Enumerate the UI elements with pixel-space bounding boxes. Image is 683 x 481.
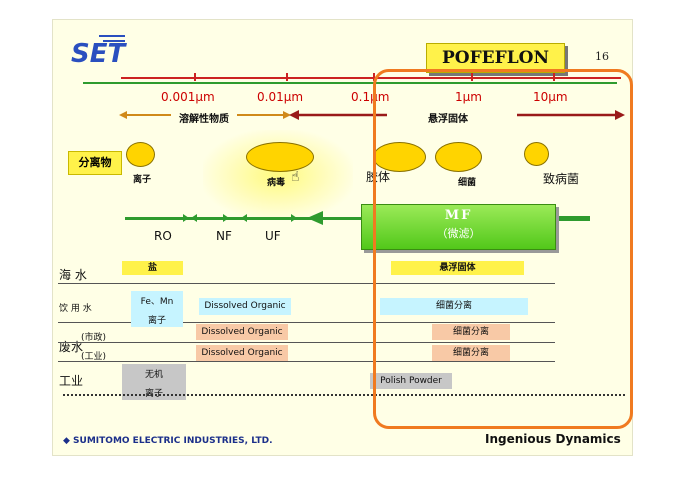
ion-particle [126, 142, 155, 167]
size-scale-baseline [83, 82, 617, 84]
ion-label: 离子 [133, 175, 152, 185]
size-label-001: 0.01μm [257, 90, 304, 104]
size-label-0001: 0.001μm [161, 90, 215, 104]
virus-particle [246, 142, 314, 172]
row-divider [58, 342, 555, 343]
drinking-water-label: 饮 用 水 [59, 304, 92, 314]
inorganic-text: 无机 [144, 370, 163, 380]
tagline-footer: Ingenious Dynamics [485, 432, 621, 446]
category-suspended: 悬浮固体 [428, 114, 468, 125]
mf-subtitle: （微滤） [436, 227, 481, 240]
pathogen-label: 致病菌 [543, 172, 580, 186]
logo-text: SET [71, 39, 127, 69]
municipal-label: (市政) [81, 333, 107, 343]
scale-tick [553, 73, 555, 81]
virus-label: 病毒 [267, 178, 286, 188]
set-logo: SET [71, 35, 127, 69]
uf-label: UF [265, 229, 281, 243]
membrane-arrows [183, 211, 323, 225]
colloid-label: 胶体 [366, 170, 391, 184]
scale-tick [194, 73, 196, 81]
row-divider [58, 283, 555, 284]
seawater-label: 海 水 [59, 268, 87, 282]
ro-label: RO [154, 229, 172, 243]
size-label-1: 1μm [455, 90, 482, 104]
polish-powder-tag: Polish Powder [370, 373, 452, 389]
pathogen-particle [524, 142, 549, 166]
mf-title: MF [444, 208, 473, 223]
industrial-label: (工业) [81, 352, 107, 362]
suspended-tag: 悬浮固体 [391, 261, 524, 275]
fe-mn-ion-text: 离子 [147, 316, 166, 326]
size-label-01: 0.1μm [351, 90, 390, 104]
salt-tag: 盐 [122, 261, 183, 275]
nf-label: NF [216, 229, 232, 243]
scale-tick [471, 73, 473, 81]
size-scale-line [121, 77, 621, 79]
bacteria-separation-tag: 细菌分离 [380, 298, 528, 315]
fe-mn-tag: Fe、Mn 离子 [131, 291, 183, 327]
company-footer: ◆ SUMITOMO ELECTRIC INDUSTRIES, LTD. [63, 436, 273, 446]
size-label-10: 10μm [533, 90, 568, 104]
dissolved-organic-tag: Dissolved Organic [199, 298, 291, 315]
slide-title: POFEFLON [426, 43, 565, 73]
dissolved-organic-tag-2: Dissolved Organic [196, 345, 288, 361]
dotted-divider [63, 394, 625, 396]
category-arrows [119, 110, 625, 120]
separation-label: 分离物 [68, 151, 122, 175]
bacteria-label: 细菌 [458, 178, 477, 188]
page-number: 16 [595, 50, 609, 63]
bacteria-separation-tag-2: 细菌分离 [432, 345, 510, 361]
mf-highlight-frame [373, 69, 633, 429]
dissolved-organic-tag-1: Dissolved Organic [196, 324, 288, 340]
scale-tick [286, 73, 288, 81]
fe-mn-text: Fe、Mn [140, 297, 174, 307]
bacteria-separation-tag-1: 细菌分离 [432, 324, 510, 340]
slide: SET POFEFLON 16 0.001μm 0.01μm 0.1μm 1μm… [52, 19, 633, 456]
membrane-bar-end [554, 216, 590, 221]
hand-cursor-icon: ☝ [291, 169, 300, 185]
row-divider [58, 361, 555, 362]
inorganic-ion-text: 离子 [144, 389, 163, 399]
row-divider [58, 322, 555, 323]
industry-label: 工业 [59, 374, 84, 388]
bacteria-particle [435, 142, 482, 172]
mf-box: MF （微滤） [361, 204, 556, 250]
wastewater-label: 废水 [59, 340, 84, 354]
category-dissolved: 溶解性物质 [179, 114, 229, 125]
